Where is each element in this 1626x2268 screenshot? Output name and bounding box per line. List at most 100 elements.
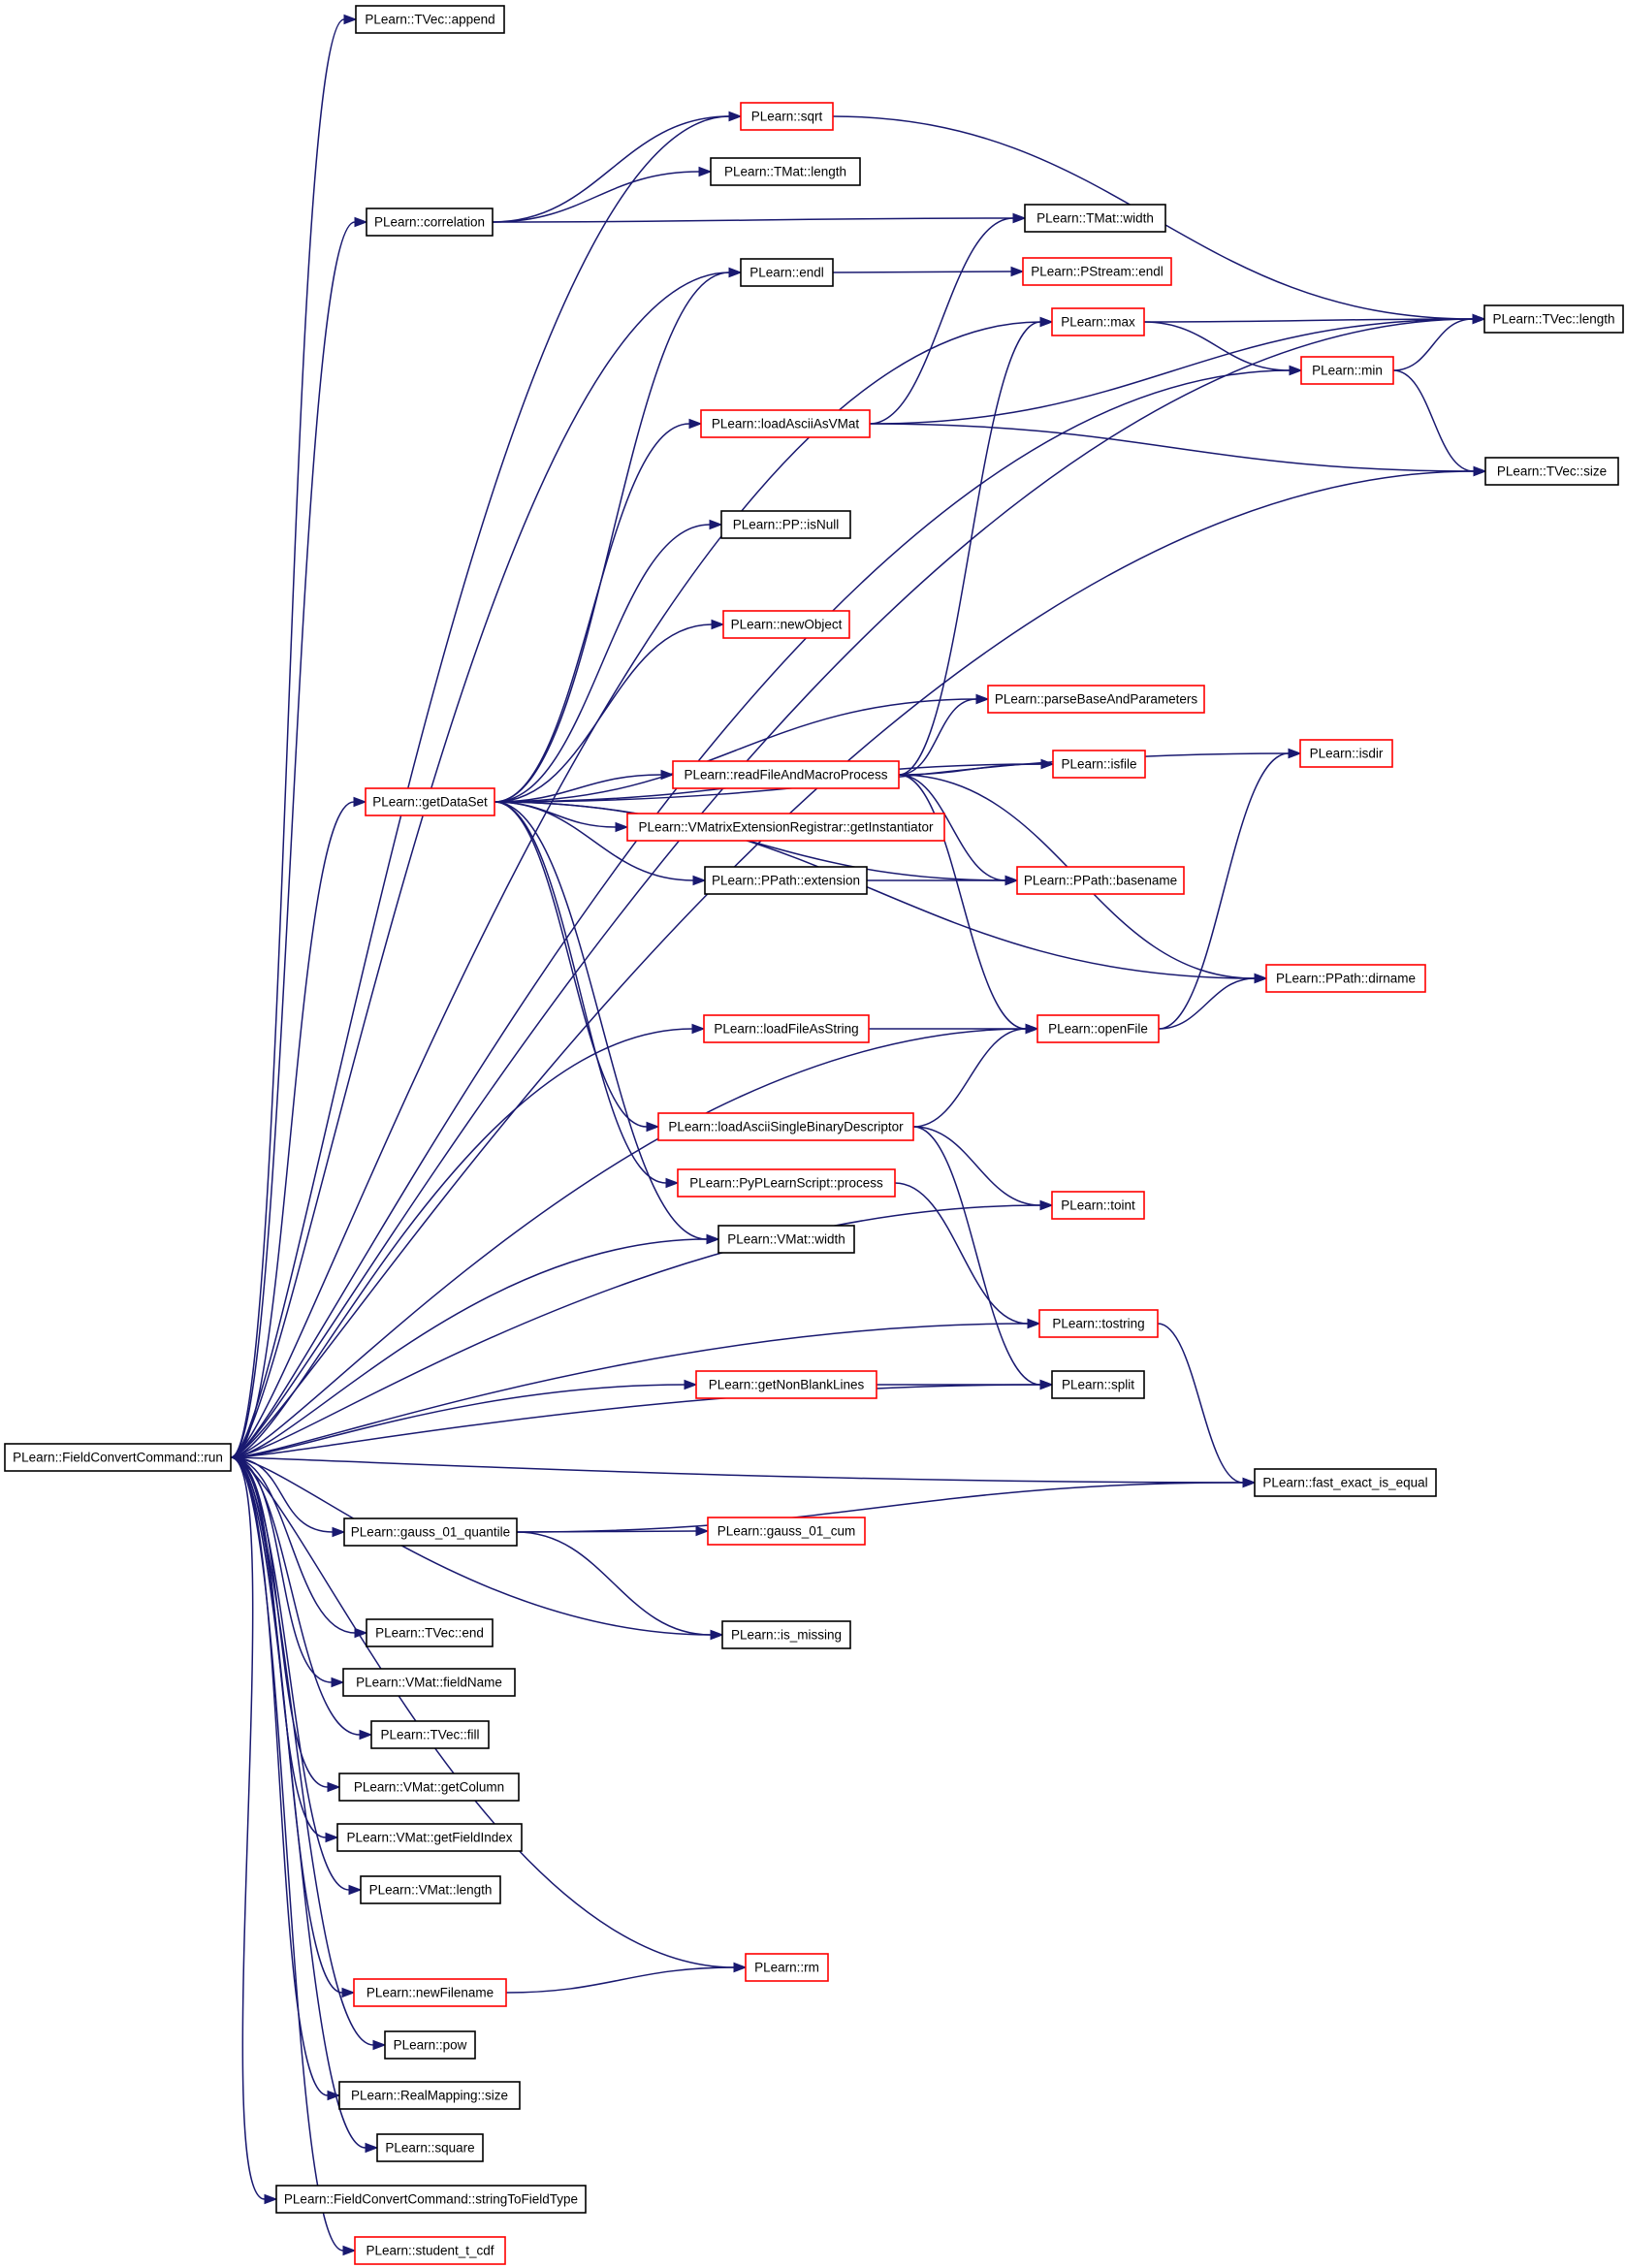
nodes-layer: PLearn::FieldConvertCommand::runPLearn::…: [4, 5, 1624, 2265]
node-append[interactable]: PLearn::TVec::append: [355, 5, 505, 34]
node-label: PLearn::tostring: [1052, 1317, 1144, 1331]
node-box: [1016, 866, 1185, 895]
edge-loadasciiasvmat-to-tveclength: [869, 313, 1486, 425]
node-isfile[interactable]: PLearn::isfile: [1052, 750, 1146, 779]
node-pow[interactable]: PLearn::pow: [384, 2030, 476, 2060]
node-label: PLearn::TVec::size: [1497, 464, 1607, 479]
node-box: [365, 787, 495, 816]
node-label: PLearn::PyPLearnScript::process: [689, 1176, 883, 1191]
edge-run-to-toint: [230, 1199, 1054, 1458]
node-box: [745, 1953, 829, 1982]
node-dirname[interactable]: PLearn::PPath::dirname: [1265, 964, 1426, 993]
edge-run-to-gaussquantile: [230, 1456, 346, 1538]
edge-run-to-endl: [230, 267, 743, 1458]
node-box: [1022, 257, 1172, 286]
node-box: [355, 5, 505, 34]
node-label: PLearn::min: [1312, 364, 1383, 378]
node-getfieldindex[interactable]: PLearn::VMat::getFieldIndex: [336, 1823, 523, 1852]
node-newfilename[interactable]: PLearn::newFilename: [353, 1978, 507, 2007]
node-box: [366, 208, 494, 237]
node-tmatlength[interactable]: PLearn::TMat::length: [710, 157, 861, 186]
node-min[interactable]: PLearn::min: [1300, 356, 1394, 385]
node-newobject[interactable]: PLearn::newObject: [722, 610, 850, 639]
node-isdir[interactable]: PLearn::isdir: [1299, 739, 1393, 768]
edge-tostring-to-fastexact: [1157, 1323, 1257, 1488]
edge-run-to-getdataset: [230, 796, 367, 1458]
node-box: [1051, 1370, 1145, 1399]
node-tvecend[interactable]: PLearn::TVec::end: [366, 1618, 494, 1647]
node-tveclength[interactable]: PLearn::TVec::length: [1483, 304, 1624, 334]
edge-getdataset-to-getinst: [494, 801, 629, 833]
node-tmatwidth[interactable]: PLearn::TMat::width: [1024, 204, 1166, 233]
node-box: [360, 1875, 501, 1904]
edge-run-to-vmatlength: [230, 1456, 363, 1896]
node-readfile[interactable]: PLearn::readFileAndMacroProcess: [672, 760, 900, 789]
node-label: PLearn::isfile: [1061, 757, 1136, 772]
node-tvecsize[interactable]: PLearn::TVec::size: [1484, 457, 1619, 486]
node-getdataset[interactable]: PLearn::getDataSet: [365, 787, 495, 816]
edge-run-to-tvecend: [230, 1456, 368, 1639]
node-tvecfill[interactable]: PLearn::TVec::fill: [370, 1720, 490, 1749]
node-label: PLearn::split: [1062, 1378, 1134, 1392]
edge-run-to-tostring: [230, 1318, 1041, 1458]
node-box: [1300, 356, 1394, 385]
node-label: PLearn::isdir: [1310, 747, 1384, 761]
node-label: PLearn::VMat::getFieldIndex: [346, 1831, 512, 1845]
node-label: PLearn::PPath::dirname: [1276, 972, 1416, 986]
node-ismissing[interactable]: PLearn::is_missing: [721, 1620, 851, 1649]
node-split[interactable]: PLearn::split: [1051, 1370, 1145, 1399]
node-sqrt[interactable]: PLearn::sqrt: [740, 102, 834, 131]
node-parsebase[interactable]: PLearn::parseBaseAndParameters: [987, 685, 1205, 714]
node-gaussquantile[interactable]: PLearn::gauss_01_quantile: [343, 1517, 518, 1547]
node-box: [626, 813, 945, 842]
edge-endl-to-pstreamendl: [832, 266, 1025, 277]
node-extension[interactable]: PLearn::PPath::extension: [704, 866, 868, 895]
node-gausscum[interactable]: PLearn::gauss_01_cum: [707, 1517, 866, 1546]
node-tostring[interactable]: PLearn::tostring: [1038, 1309, 1159, 1338]
edge-readfile-to-parsebase: [898, 693, 990, 776]
edge-run-to-openfile: [230, 1023, 1039, 1458]
node-box: [717, 1225, 855, 1254]
node-openfile[interactable]: PLearn::openFile: [1036, 1014, 1160, 1043]
node-vmatwidth[interactable]: PLearn::VMat::width: [717, 1225, 855, 1254]
node-getcolumn[interactable]: PLearn::VMat::getColumn: [338, 1773, 520, 1802]
node-isnull[interactable]: PLearn::PP::isNull: [720, 510, 851, 539]
node-box: [1052, 750, 1146, 779]
node-loadasciisingle[interactable]: PLearn::loadAsciiSingleBinaryDescriptor: [657, 1112, 914, 1141]
node-box: [370, 1720, 490, 1749]
node-box: [721, 1620, 851, 1649]
node-stringtofield[interactable]: PLearn::FieldConvertCommand::stringToFie…: [275, 2185, 587, 2214]
node-loadfileasstring[interactable]: PLearn::loadFileAsString: [703, 1014, 870, 1043]
node-toint[interactable]: PLearn::toint: [1051, 1191, 1145, 1220]
node-label: PLearn::VMat::width: [727, 1232, 845, 1247]
node-run[interactable]: PLearn::FieldConvertCommand::run: [4, 1443, 232, 1472]
node-correlation[interactable]: PLearn::correlation: [366, 208, 494, 237]
edge-newfilename-to-rm: [505, 1962, 748, 1994]
node-basename[interactable]: PLearn::PPath::basename: [1016, 866, 1185, 895]
node-endl[interactable]: PLearn::endl: [740, 258, 834, 287]
node-getnonblank[interactable]: PLearn::getNonBlankLines: [695, 1370, 877, 1399]
node-fastexact[interactable]: PLearn::fast_exact_is_equal: [1254, 1468, 1437, 1497]
node-rm[interactable]: PLearn::rm: [745, 1953, 829, 1982]
node-label: PLearn::loadAsciiAsVMat: [712, 417, 860, 431]
edge-getdataset-to-endl: [494, 267, 743, 803]
node-getinst[interactable]: PLearn::VMatrixExtensionRegistrar::getIn…: [626, 813, 945, 842]
node-fieldname[interactable]: PLearn::VMat::fieldName: [342, 1668, 516, 1697]
node-label: PLearn::is_missing: [731, 1628, 842, 1643]
node-pstreamendl[interactable]: PLearn::PStream::endl: [1022, 257, 1172, 286]
node-realmapsize[interactable]: PLearn::RealMapping::size: [338, 2081, 521, 2110]
node-label: PLearn::VMat::getColumn: [354, 1780, 504, 1795]
node-loadasciiasvmat[interactable]: PLearn::loadAsciiAsVMat: [700, 409, 871, 438]
node-square[interactable]: PLearn::square: [376, 2133, 484, 2162]
node-box: [740, 102, 834, 131]
node-label: PLearn::rm: [754, 1961, 819, 1975]
edge-correlation-to-sqrt: [492, 111, 743, 223]
edge-loadasciisingle-to-split: [912, 1126, 1054, 1390]
edges-layer: [230, 14, 1487, 2256]
node-pyprocess[interactable]: PLearn::PyPLearnScript::process: [677, 1168, 896, 1198]
node-box: [1024, 204, 1166, 233]
node-studentt[interactable]: PLearn::student_t_cdf: [354, 2236, 506, 2265]
node-label: PLearn::correlation: [374, 215, 485, 230]
node-max[interactable]: PLearn::max: [1051, 307, 1145, 336]
node-vmatlength[interactable]: PLearn::VMat::length: [360, 1875, 501, 1904]
